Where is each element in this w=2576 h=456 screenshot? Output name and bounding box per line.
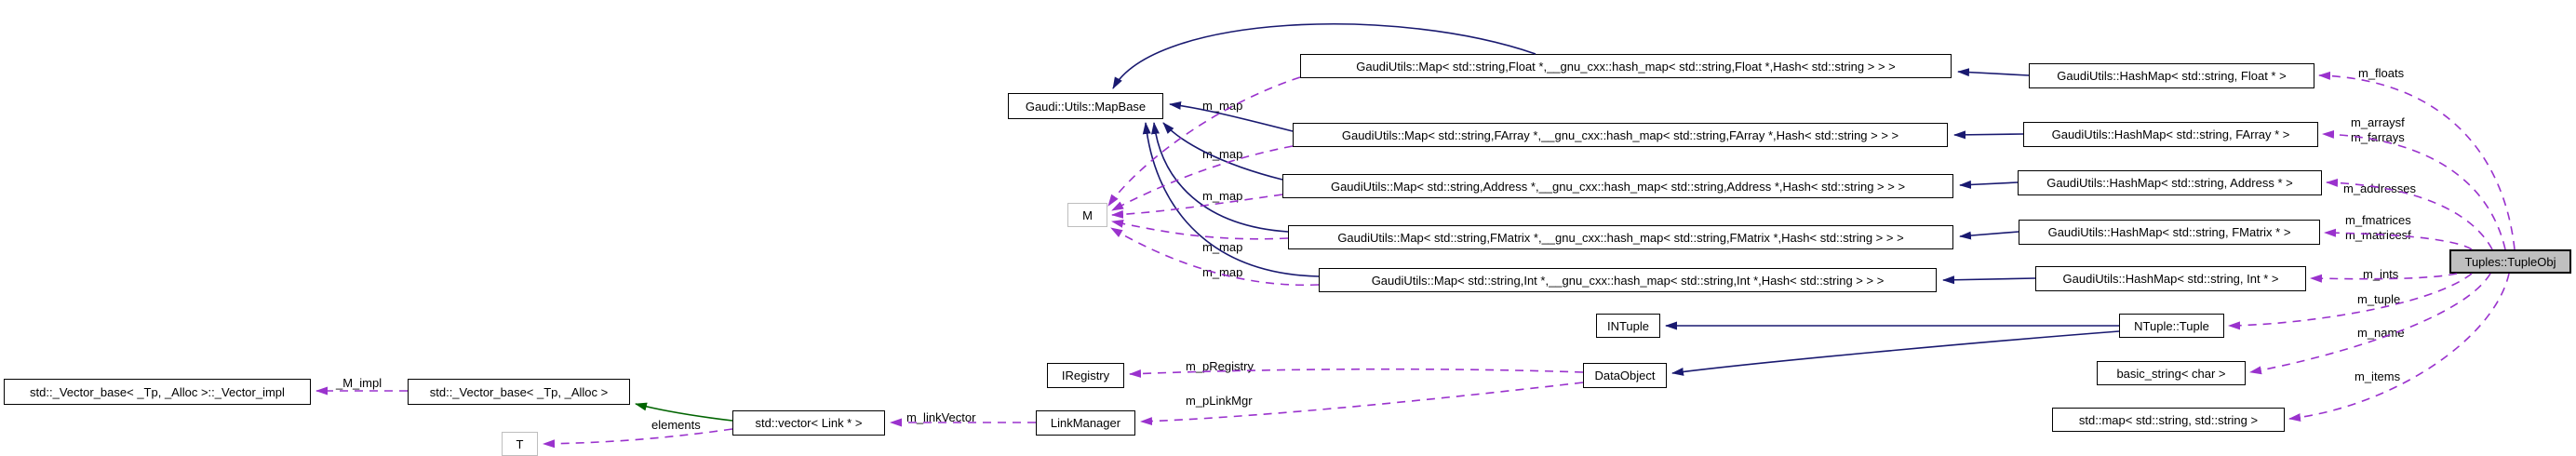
class-node-hm-float[interactable]: GaudiUtils::HashMap< std::string, Float …	[2029, 63, 2314, 88]
edge-inh-mapfmatrix-mapbase	[1151, 122, 1289, 233]
edge-label-mints: m_ints	[2363, 267, 2399, 281]
edge-label-mplinkmgr: m_pLinkMgr	[1186, 394, 1253, 408]
class-node-t-param: T	[502, 432, 538, 456]
class-node-vector-link[interactable]: std::vector< Link * >	[732, 410, 885, 436]
class-node-map-fmatrix[interactable]: GaudiUtils::Map< std::string,FMatrix *,_…	[1288, 225, 1953, 249]
class-node-iregistry[interactable]: IRegistry	[1047, 363, 1124, 388]
edge-label-mitems: m_items	[2355, 369, 2401, 383]
edge-label-mtuple: m_tuple	[2357, 292, 2401, 306]
class-node-ntuple-tuple[interactable]: NTuple::Tuple	[2119, 314, 2224, 338]
edge-label-mmap-2: m_map	[1202, 147, 1243, 161]
class-node-link-manager[interactable]: LinkManager	[1036, 410, 1135, 436]
class-node-hm-fmatrix[interactable]: GaudiUtils::HashMap< std::string, FMatri…	[2019, 220, 2320, 245]
class-node-vector-base[interactable]: std::_Vector_base< _Tp, _Alloc >	[408, 379, 630, 405]
class-node-map-base[interactable]: Gaudi::Utils::MapBase	[1008, 93, 1163, 119]
class-node-m-param: M	[1067, 203, 1107, 227]
class-node-data-object[interactable]: DataObject	[1583, 363, 1667, 388]
class-node-map-float[interactable]: GaudiUtils::Map< std::string,Float *,__g…	[1300, 54, 1952, 78]
edge-inh-ntuple-dataobject	[1671, 330, 2120, 376]
edge-label-mlinkvector: m_linkVector	[906, 410, 976, 424]
class-node-tuple-obj: Tuples::TupleObj	[2449, 249, 2571, 274]
class-node-basic-string[interactable]: basic_string< char >	[2097, 361, 2246, 385]
edge-inh-hmfmatrix-mapfmatrix	[1959, 231, 2019, 240]
edge-label-mmap-1: m_map	[1202, 99, 1243, 113]
edge-label-mfloats: m_floats	[2358, 66, 2405, 80]
edge-label-mmap-3: m_map	[1202, 189, 1243, 203]
edge-label-mmap-4: m_map	[1202, 240, 1243, 254]
edge-use-mmap-address	[1111, 194, 1283, 219]
class-node-hm-farray[interactable]: GaudiUtils::HashMap< std::string, FArray…	[2023, 122, 2318, 147]
edge-label-mmap-5: m_map	[1202, 265, 1243, 279]
edge-label-maddresses: m_addresses	[2343, 181, 2417, 195]
edge-inh-hmaddress-mapaddress	[1959, 180, 2019, 189]
edge-label-mimpl: _M_impl	[336, 376, 382, 390]
class-node-map-address[interactable]: GaudiUtils::Map< std::string,Address *,_…	[1282, 174, 1953, 198]
edge-inh-hmint-mapint	[1942, 275, 2036, 285]
edge-inh-hmfloat-mapfloat	[1957, 68, 2030, 77]
class-node-intuple[interactable]: INTuple	[1596, 314, 1660, 338]
class-node-map-farray[interactable]: GaudiUtils::Map< std::string,FArray *,__…	[1293, 123, 1948, 147]
class-node-vector-impl[interactable]: std::_Vector_base< _Tp, _Alloc >::_Vecto…	[4, 379, 311, 405]
edge-inh-hmfarray-mapfarray	[1953, 130, 2024, 140]
class-node-map-int[interactable]: GaudiUtils::Map< std::string,Int *,__gnu…	[1319, 268, 1937, 292]
class-node-std-map[interactable]: std::map< std::string, std::string >	[2052, 408, 2285, 432]
class-node-hm-address[interactable]: GaudiUtils::HashMap< std::string, Addres…	[2018, 170, 2322, 195]
edge-use-elements	[543, 428, 733, 449]
class-node-hm-int[interactable]: GaudiUtils::HashMap< std::string, Int * …	[2035, 266, 2306, 291]
edge-label-mname: m_name	[2357, 326, 2405, 340]
edge-label-mpregistry: m_pRegistry	[1186, 359, 1254, 373]
edge-label-elements: elements	[651, 418, 701, 432]
edge-use-mmap-fmatrix	[1111, 219, 1289, 240]
